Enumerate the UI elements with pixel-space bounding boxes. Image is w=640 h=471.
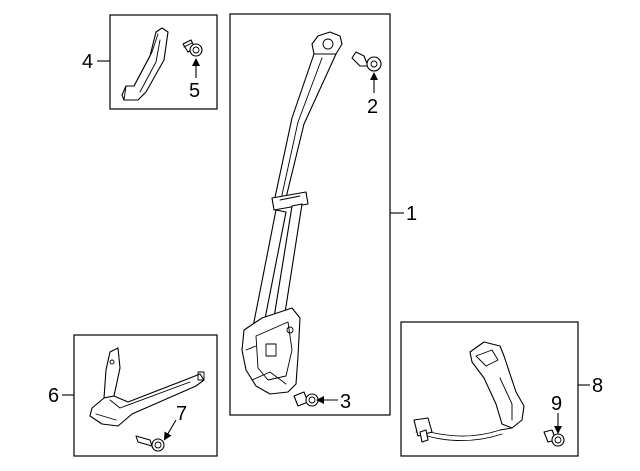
frame-seat-belt-assembly [229,13,391,416]
buckle-part [413,341,525,443]
seat-belt-webbing-part [241,31,343,395]
callout-2: 2 [367,96,378,118]
callout-9: 9 [551,393,562,415]
bolt-3-part [293,391,319,407]
callout-1: 1 [406,203,417,225]
belt-guide-part [121,27,169,101]
callout-6: 6 [48,385,59,407]
bolt-7-part [135,435,165,452]
anchor-rail-part [89,347,205,427]
callout-8: 8 [592,375,603,397]
frame-lower-anchor [73,334,218,457]
callout-4: 4 [82,51,93,73]
frame-buckle [400,321,579,457]
callout-7: 7 [176,403,187,425]
bolt-9-part [543,429,565,447]
frame-upper-guide [109,14,218,110]
callout-3: 3 [340,391,351,413]
callout-5: 5 [189,80,200,102]
bolt-5-part [182,39,203,57]
screw-2-part [351,51,382,72]
